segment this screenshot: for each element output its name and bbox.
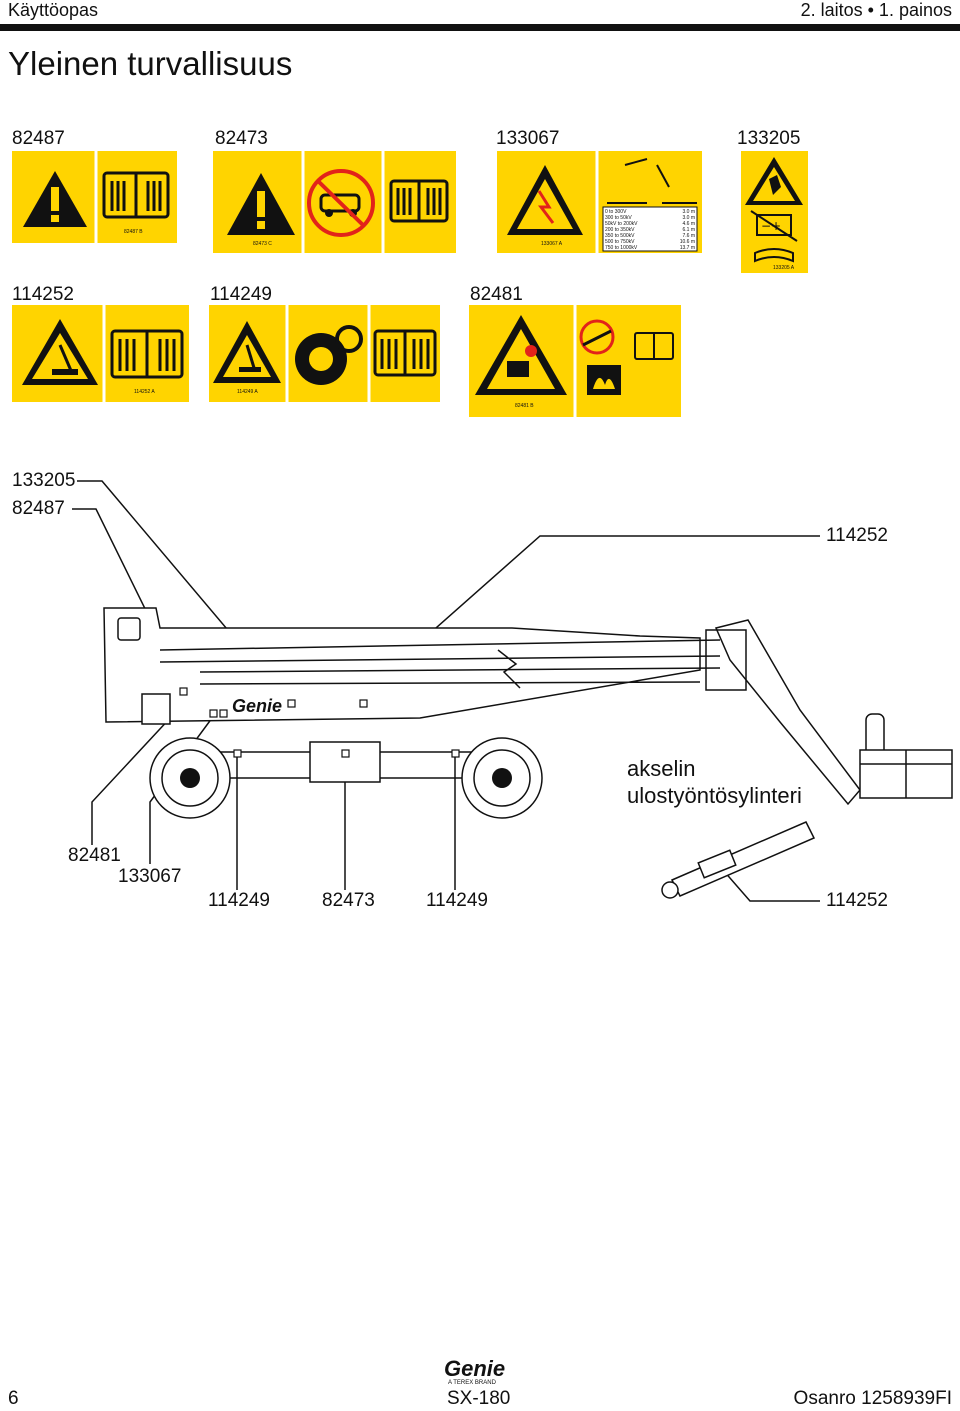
callout-114252-bottom: 114252 — [824, 890, 890, 912]
manual-book-icon — [634, 332, 674, 360]
manual-book-icon — [110, 329, 184, 379]
tip-over-warning-icon — [22, 319, 98, 385]
decal-label-82487: 82487 — [12, 128, 65, 149]
decal-label-133205: 133205 — [737, 128, 801, 149]
axle-cylinder-label-line1: akselin — [627, 756, 696, 781]
callout-114249-left: 114249 — [206, 890, 272, 912]
rear-wheel — [461, 737, 543, 819]
platform — [859, 713, 953, 799]
tip-over-warning-icon — [213, 321, 281, 383]
decal-label-82481: 82481 — [470, 284, 523, 305]
decal-label-114249: 114249 — [210, 284, 272, 305]
decal-code: 82473 C — [253, 241, 272, 247]
model-name: SX-180 — [447, 1388, 511, 1409]
fire-hazard-icon — [587, 365, 621, 395]
warning-triangle-icon — [23, 171, 87, 227]
genie-logo-on-machine: Genie — [232, 696, 283, 716]
decal-code: 82487 B — [124, 229, 143, 235]
terex-brand-tagline: A TEREX BRAND — [448, 1380, 496, 1386]
front-wheel — [149, 737, 231, 819]
manual-book-icon — [373, 329, 437, 377]
machine-diagram — [72, 480, 953, 902]
manual-book-icon — [754, 248, 794, 263]
decal-code: 133067 A — [541, 241, 563, 247]
decal-82487: 82487 B — [12, 151, 177, 243]
chassis — [103, 607, 701, 725]
callout-133067: 133067 — [116, 866, 184, 888]
clearance-diagram-icon — [607, 158, 697, 204]
hand-hazard-warning-icon — [745, 157, 803, 205]
decal-label-114252: 114252 — [12, 284, 74, 305]
axle-cylinder-label-line2: ulostyöntösylinteri — [627, 783, 802, 808]
axle-extension-cylinder — [661, 821, 816, 899]
warning-triangle-icon — [227, 173, 295, 235]
manual-book-icon — [389, 179, 449, 223]
tire-wheel-icon — [295, 325, 363, 385]
decal-label-133067: 133067 — [496, 128, 560, 149]
manual-book-icon — [102, 171, 170, 219]
decal-82473: 82473 C — [213, 151, 456, 253]
svg-text:−+: −+ — [761, 219, 781, 233]
page-title: Yleinen turvallisuus — [8, 45, 293, 82]
callout-82481: 82481 — [66, 845, 123, 867]
decal-114252: 114252 A — [12, 305, 189, 402]
boom — [159, 639, 721, 689]
no-battery-icon: −+ — [750, 210, 798, 242]
battery-explosion-warning-icon — [475, 315, 567, 395]
callout-133205: 133205 — [10, 470, 78, 492]
decal-code: 82481 B — [515, 403, 534, 409]
decal-code: 114249 A — [237, 389, 258, 395]
callout-114249-right: 114249 — [424, 890, 490, 912]
jib-arm — [705, 619, 861, 806]
callout-82473: 82473 — [320, 890, 377, 912]
manual-title: Käyttöopas — [8, 0, 99, 20]
callout-114252-top: 114252 — [824, 525, 890, 547]
decal-82481: 82481 B — [469, 305, 681, 417]
decal-markers — [179, 687, 460, 758]
genie-logo: Genie — [444, 1356, 506, 1381]
decal-code: 133205 A — [773, 265, 795, 271]
decal-114249: 114249 A — [209, 305, 440, 402]
decal-code: 114252 A — [134, 389, 155, 395]
page-number: 6 — [8, 1388, 19, 1409]
electrocution-warning-icon — [507, 165, 583, 235]
decal-133205: −+ 133205 A — [741, 151, 808, 273]
edition-info: 2. laitos • 1. painos — [800, 0, 952, 20]
part-number: Osanro 1258939FI — [793, 1388, 952, 1409]
no-smoking-icon — [579, 319, 615, 355]
header-rule — [0, 24, 960, 31]
no-crush-icon — [307, 169, 375, 237]
callout-82487: 82487 — [10, 498, 67, 520]
decal-label-82473: 82473 — [215, 128, 268, 149]
